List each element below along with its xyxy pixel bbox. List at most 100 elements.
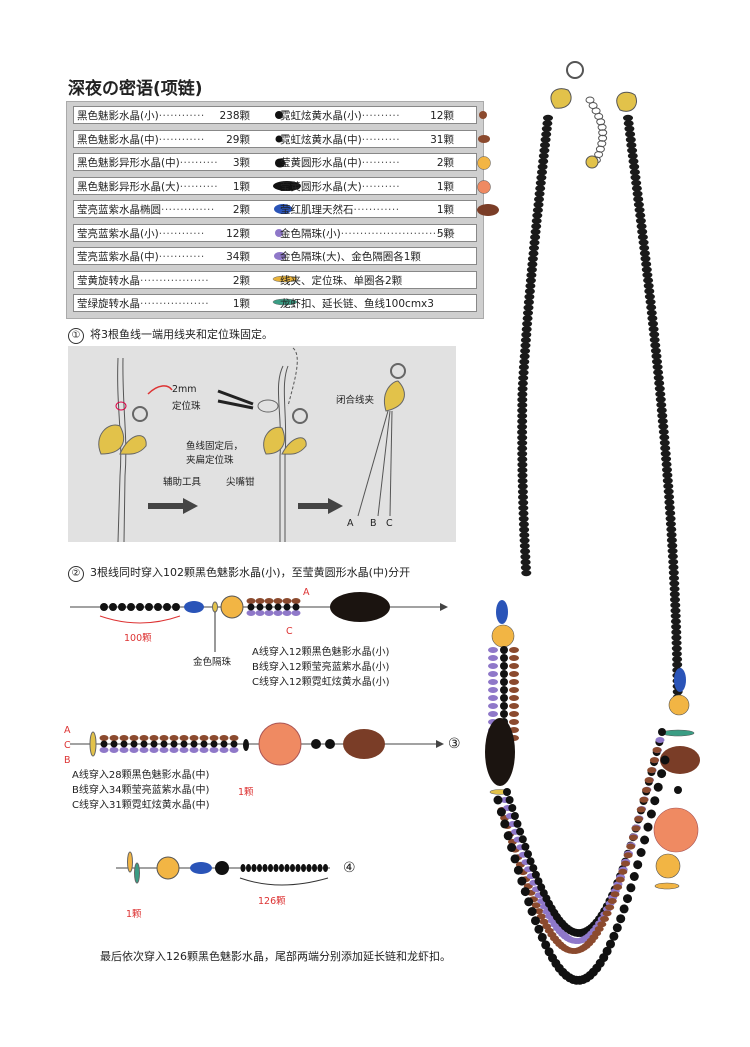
black-bead — [517, 488, 528, 495]
black-bead — [534, 196, 544, 203]
black-bead — [658, 728, 666, 736]
black-bead — [667, 542, 678, 549]
black-bead — [666, 526, 677, 533]
black-bead — [532, 212, 543, 219]
black-bead — [519, 531, 530, 539]
step-3-label-c: C — [64, 740, 71, 751]
wire-a-label: A — [347, 518, 354, 529]
black-bead — [521, 569, 532, 577]
black-bead — [643, 282, 654, 289]
black-bead — [517, 429, 528, 436]
material-row: 莹亮蓝紫水晶椭圆··············2颗莹红肌理天然石·········… — [73, 200, 499, 218]
black-bead — [627, 152, 638, 160]
material-name: 黑色魅影水晶(中) — [77, 133, 159, 146]
material-item: 黑色魅影水晶(小)············238颗 — [77, 107, 283, 125]
black-bead — [539, 147, 550, 154]
black-bead — [517, 472, 528, 479]
black-bead — [630, 174, 641, 181]
step-2-number: ② — [68, 566, 84, 582]
material-item: 黑色魅影异形水晶(大)··········1颗 — [77, 178, 301, 196]
material-count: 1颗 — [232, 180, 250, 193]
black-bead — [543, 114, 553, 122]
material-count: 5颗 — [436, 227, 454, 240]
black-bead — [670, 607, 681, 614]
black-bead — [602, 946, 612, 956]
brown-bead — [636, 806, 646, 813]
wire-c-label: C — [386, 518, 393, 529]
black-bead — [523, 304, 534, 311]
blue-oval-bead — [496, 600, 508, 624]
gold-spacer-label: 金色隔珠 — [193, 657, 232, 668]
step-4-count-label: 126颗 — [258, 896, 286, 907]
material-name: 霓虹炫黄水晶(小) — [280, 110, 362, 122]
black-bead — [650, 342, 661, 349]
black-bead — [625, 136, 636, 143]
black-bead — [527, 907, 537, 916]
step-2-line: A线穿入12颗黑色魅影水晶(小) — [252, 647, 390, 658]
black-bead — [517, 407, 528, 414]
black-bead — [518, 364, 529, 371]
material-count: 2颗 — [232, 204, 250, 216]
black-bead — [635, 217, 646, 224]
black-bead — [534, 924, 544, 934]
black-bead — [652, 363, 663, 371]
black-bead — [662, 477, 673, 484]
step-1-number: ① — [68, 328, 84, 344]
wire-a — [357, 410, 389, 517]
leader-dots: ·········· — [361, 133, 401, 146]
black-bead — [665, 515, 676, 522]
black-bead — [667, 547, 678, 555]
brown-bead — [621, 860, 630, 867]
brown-bead — [509, 655, 519, 661]
step-3-line: B线穿入34颗莹亮蓝紫水晶(中) — [72, 785, 210, 796]
black-bead — [669, 580, 680, 587]
material-row: 黑色魅影异形水晶(大)··········1颗莹黄圆形水晶(大)········… — [73, 176, 491, 196]
material-name: 金色隔珠(小) — [280, 227, 341, 240]
black-bead — [635, 212, 646, 219]
black-bead — [529, 864, 538, 873]
black-bead — [535, 185, 546, 192]
black-bead — [518, 510, 529, 517]
close-clip-label: 闭合线夹 — [336, 395, 375, 406]
material-row: 莹亮蓝紫水晶(中)············34颗金色隔珠(大)、金色隔圈各1颗 — [73, 247, 477, 265]
brown-bead — [509, 647, 519, 653]
black-bead — [639, 250, 650, 257]
step-4-number: ④ — [343, 860, 356, 876]
black-bead — [534, 877, 543, 886]
material-item: 莹绿旋转水晶··················1颗 — [77, 295, 298, 313]
wire — [117, 357, 122, 542]
brown-bead — [534, 908, 544, 915]
black-bead — [657, 769, 667, 779]
black-bead — [519, 526, 530, 533]
material-name: 莹绿旋转水晶 — [77, 298, 140, 310]
black-bead — [659, 434, 670, 441]
black-bead — [517, 401, 528, 409]
black-bead — [665, 520, 676, 528]
black-bead — [530, 234, 541, 241]
black-bead — [528, 250, 539, 257]
black-bead — [629, 872, 639, 881]
brown-bead — [539, 918, 549, 925]
black-bead — [500, 819, 510, 829]
material-name: 黑色魅影水晶(小) — [77, 110, 159, 122]
black-bead — [658, 423, 669, 430]
black-bead — [666, 537, 677, 544]
black-bead — [517, 412, 528, 420]
black-bead — [644, 293, 655, 300]
black-bead — [638, 239, 649, 246]
black-bead — [520, 564, 531, 571]
black-bead — [493, 795, 503, 805]
brown-bead — [605, 904, 615, 911]
brown-bead — [509, 663, 519, 669]
blue-oval-bead — [674, 668, 686, 692]
black-bead — [500, 646, 508, 654]
amber-round-bead — [655, 853, 681, 879]
brown-bead — [509, 695, 519, 701]
wire-b — [377, 410, 391, 517]
black-bead — [623, 120, 634, 127]
black-bead — [524, 850, 532, 859]
black-bead — [538, 152, 549, 160]
black-bead — [517, 461, 528, 468]
material-count: 12颗 — [226, 227, 250, 240]
black-bead — [531, 223, 542, 230]
